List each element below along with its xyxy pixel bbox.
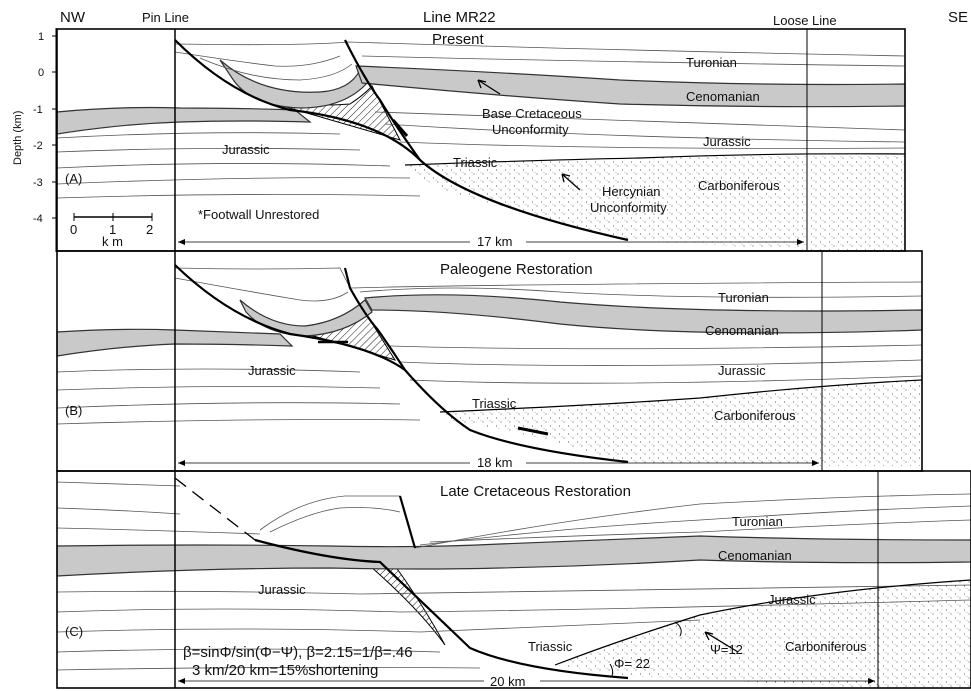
depth-tick-minus1: -1 <box>33 104 43 116</box>
depth-axis-label: Depth (km) <box>12 111 24 165</box>
panel-c-equation-2: 3 km/20 km=15%shortening <box>192 662 378 679</box>
panel-b: 18 km Paleogene Restoration Turonian Cen… <box>56 250 923 472</box>
se-label: SE <box>948 9 968 26</box>
panel-a-hercynian-2: Unconformity <box>590 200 667 215</box>
panel-b-title: Paleogene Restoration <box>440 261 593 278</box>
panel-b-carboniferous: Carboniferous <box>714 408 796 423</box>
panel-a-base-cret-2: Unconformity <box>492 122 569 137</box>
panel-a-jurassic-right: Jurassic <box>703 134 751 149</box>
depth-tick-minus4: -4 <box>33 213 43 225</box>
panel-c-cenomanian: Cenomanian <box>718 548 792 563</box>
panel-a-cenomanian: Cenomanian <box>686 89 760 104</box>
line-name: Line MR22 <box>423 9 496 26</box>
depth-axis: Depth (km) 1 0 -1 -2 -3 -4 <box>12 28 57 252</box>
panel-b-turonian: Turonian <box>718 290 769 305</box>
panel-c-jurassic-right: Jurassic <box>768 592 816 607</box>
panel-a-footwall-note: *Footwall Unrestored <box>198 207 319 222</box>
panel-a: 17 km 0 1 2 k m Present Turonian Cenoman… <box>56 28 906 252</box>
panel-a-base-cret-1: Base Cretaceous <box>482 106 582 121</box>
panel-c-phi: Φ= 22 <box>614 656 650 671</box>
depth-tick-1: 1 <box>38 31 44 43</box>
panel-a-jurassic-left: Jurassic <box>222 142 270 157</box>
panel-c-carboniferous: Carboniferous <box>785 639 867 654</box>
scale-tick-1: 1 <box>109 222 116 237</box>
panel-a-turonian: Turonian <box>686 55 737 70</box>
panel-c-psi: Ψ=12 <box>710 642 743 657</box>
loose-line-label: Loose Line <box>773 13 837 28</box>
panel-b-letter: (B) <box>65 403 82 418</box>
panel-a-title: Present <box>432 31 485 48</box>
panel-a-letter: (A) <box>65 171 82 186</box>
panel-c-triassic: Triassic <box>528 639 573 654</box>
panel-a-carboniferous: Carboniferous <box>698 178 780 193</box>
nw-label: NW <box>60 9 86 26</box>
depth-tick-0: 0 <box>38 67 44 79</box>
scale-bar: 0 1 2 k m <box>70 213 153 249</box>
panel-c-title: Late Cretaceous Restoration <box>440 483 631 500</box>
panel-a-length: 17 km <box>477 234 512 249</box>
panel-b-jurassic-right: Jurassic <box>718 363 766 378</box>
panel-c: 20 km Late Cretaceous Restoration Turoni… <box>56 470 971 689</box>
panel-c-turonian: Turonian <box>732 514 783 529</box>
panel-c-jurassic-left: Jurassic <box>258 582 306 597</box>
depth-tick-minus3: -3 <box>33 177 43 189</box>
pin-line-label: Pin Line <box>142 10 189 25</box>
panel-c-equation-1: β=sinΦ/sin(Φ−Ψ), β=2.15=1/β=.46 <box>183 644 413 661</box>
panel-b-cenomanian: Cenomanian <box>705 323 779 338</box>
scale-tick-0: 0 <box>70 222 77 237</box>
panel-a-triassic: Triassic <box>453 155 498 170</box>
panel-b-length: 18 km <box>477 455 512 470</box>
panel-b-jurassic-left: Jurassic <box>248 363 296 378</box>
panel-b-triassic: Triassic <box>472 396 517 411</box>
scale-tick-2: 2 <box>146 222 153 237</box>
depth-tick-minus2: -2 <box>33 140 43 152</box>
panel-c-length: 20 km <box>490 674 525 689</box>
scale-unit: k m <box>102 234 123 249</box>
panel-a-hercynian-1: Hercynian <box>602 184 661 199</box>
header: NW Pin Line Line MR22 Loose Line SE <box>60 9 968 28</box>
panel-c-letter: (C) <box>65 624 83 639</box>
